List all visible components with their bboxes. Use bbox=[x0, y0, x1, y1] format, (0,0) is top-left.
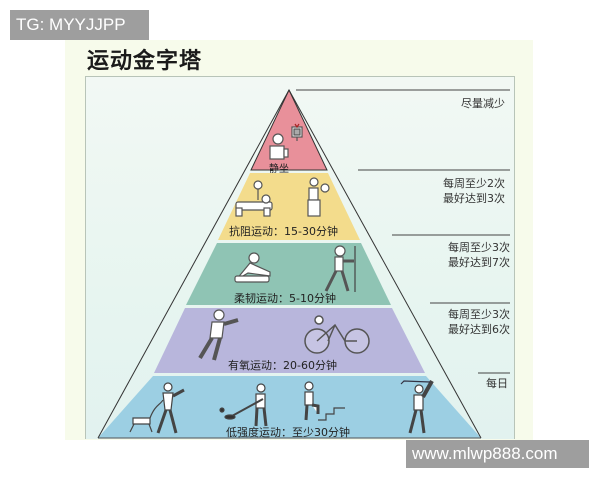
level-4-frequency: 每周至少3次 最好达到6次 bbox=[448, 307, 510, 337]
level-5-frequency: 每日 bbox=[486, 376, 508, 391]
pyramid-right-edge bbox=[288, 89, 482, 439]
floor-stretch-icon bbox=[234, 252, 271, 283]
standing-stretch-icon bbox=[324, 245, 356, 292]
level-1-frequency: 尽量减少 bbox=[461, 96, 505, 111]
bench-press-icon bbox=[235, 180, 273, 217]
level-3-label: 柔韧运动：5-10分钟 bbox=[234, 292, 336, 305]
level-1-label: 静坐 bbox=[269, 164, 289, 175]
level-5-label: 低强度运动：至少30分钟 bbox=[226, 426, 350, 439]
frequency-line: 每周至少3次 bbox=[448, 241, 510, 254]
frequency-line: 最好达到3次 bbox=[443, 192, 505, 205]
cycling-icon bbox=[304, 315, 370, 354]
frequency-line: 每周至少2次 bbox=[443, 177, 505, 190]
frequency-line: 最好达到6次 bbox=[448, 323, 510, 336]
level-2-frequency: 每周至少2次 最好达到3次 bbox=[443, 176, 505, 206]
level-4-label: 有氧运动：20-60分钟 bbox=[228, 359, 337, 372]
level-1-sedentary bbox=[250, 88, 328, 171]
seated-dumbbell-icon bbox=[307, 177, 330, 217]
frequency-line: 每周至少3次 bbox=[448, 308, 510, 321]
stair-climbing-icon bbox=[304, 381, 345, 421]
page-title: 运动金字塔 bbox=[87, 49, 203, 74]
watermark-top-left: TG: MYYJJPP bbox=[10, 10, 149, 40]
pyramid-left-edge bbox=[97, 89, 290, 439]
golf-icon bbox=[400, 380, 434, 434]
frequency-line: 最好达到7次 bbox=[448, 256, 510, 269]
dog-walking-icon bbox=[129, 382, 185, 434]
watermark-bottom-right: www.mlwp888.com bbox=[406, 440, 589, 468]
sweeping-icon bbox=[219, 383, 268, 427]
sitting-person-icon bbox=[269, 133, 289, 160]
level-2-label: 抗阻运动：15-30分钟 bbox=[229, 225, 338, 238]
level-3-frequency: 每周至少3次 最好达到7次 bbox=[448, 240, 510, 270]
television-icon bbox=[291, 123, 303, 141]
level-5-low-intensity bbox=[98, 376, 481, 438]
running-icon bbox=[198, 309, 239, 361]
frequency-line: 每日 bbox=[486, 377, 508, 390]
frequency-line: 尽量减少 bbox=[461, 97, 505, 110]
